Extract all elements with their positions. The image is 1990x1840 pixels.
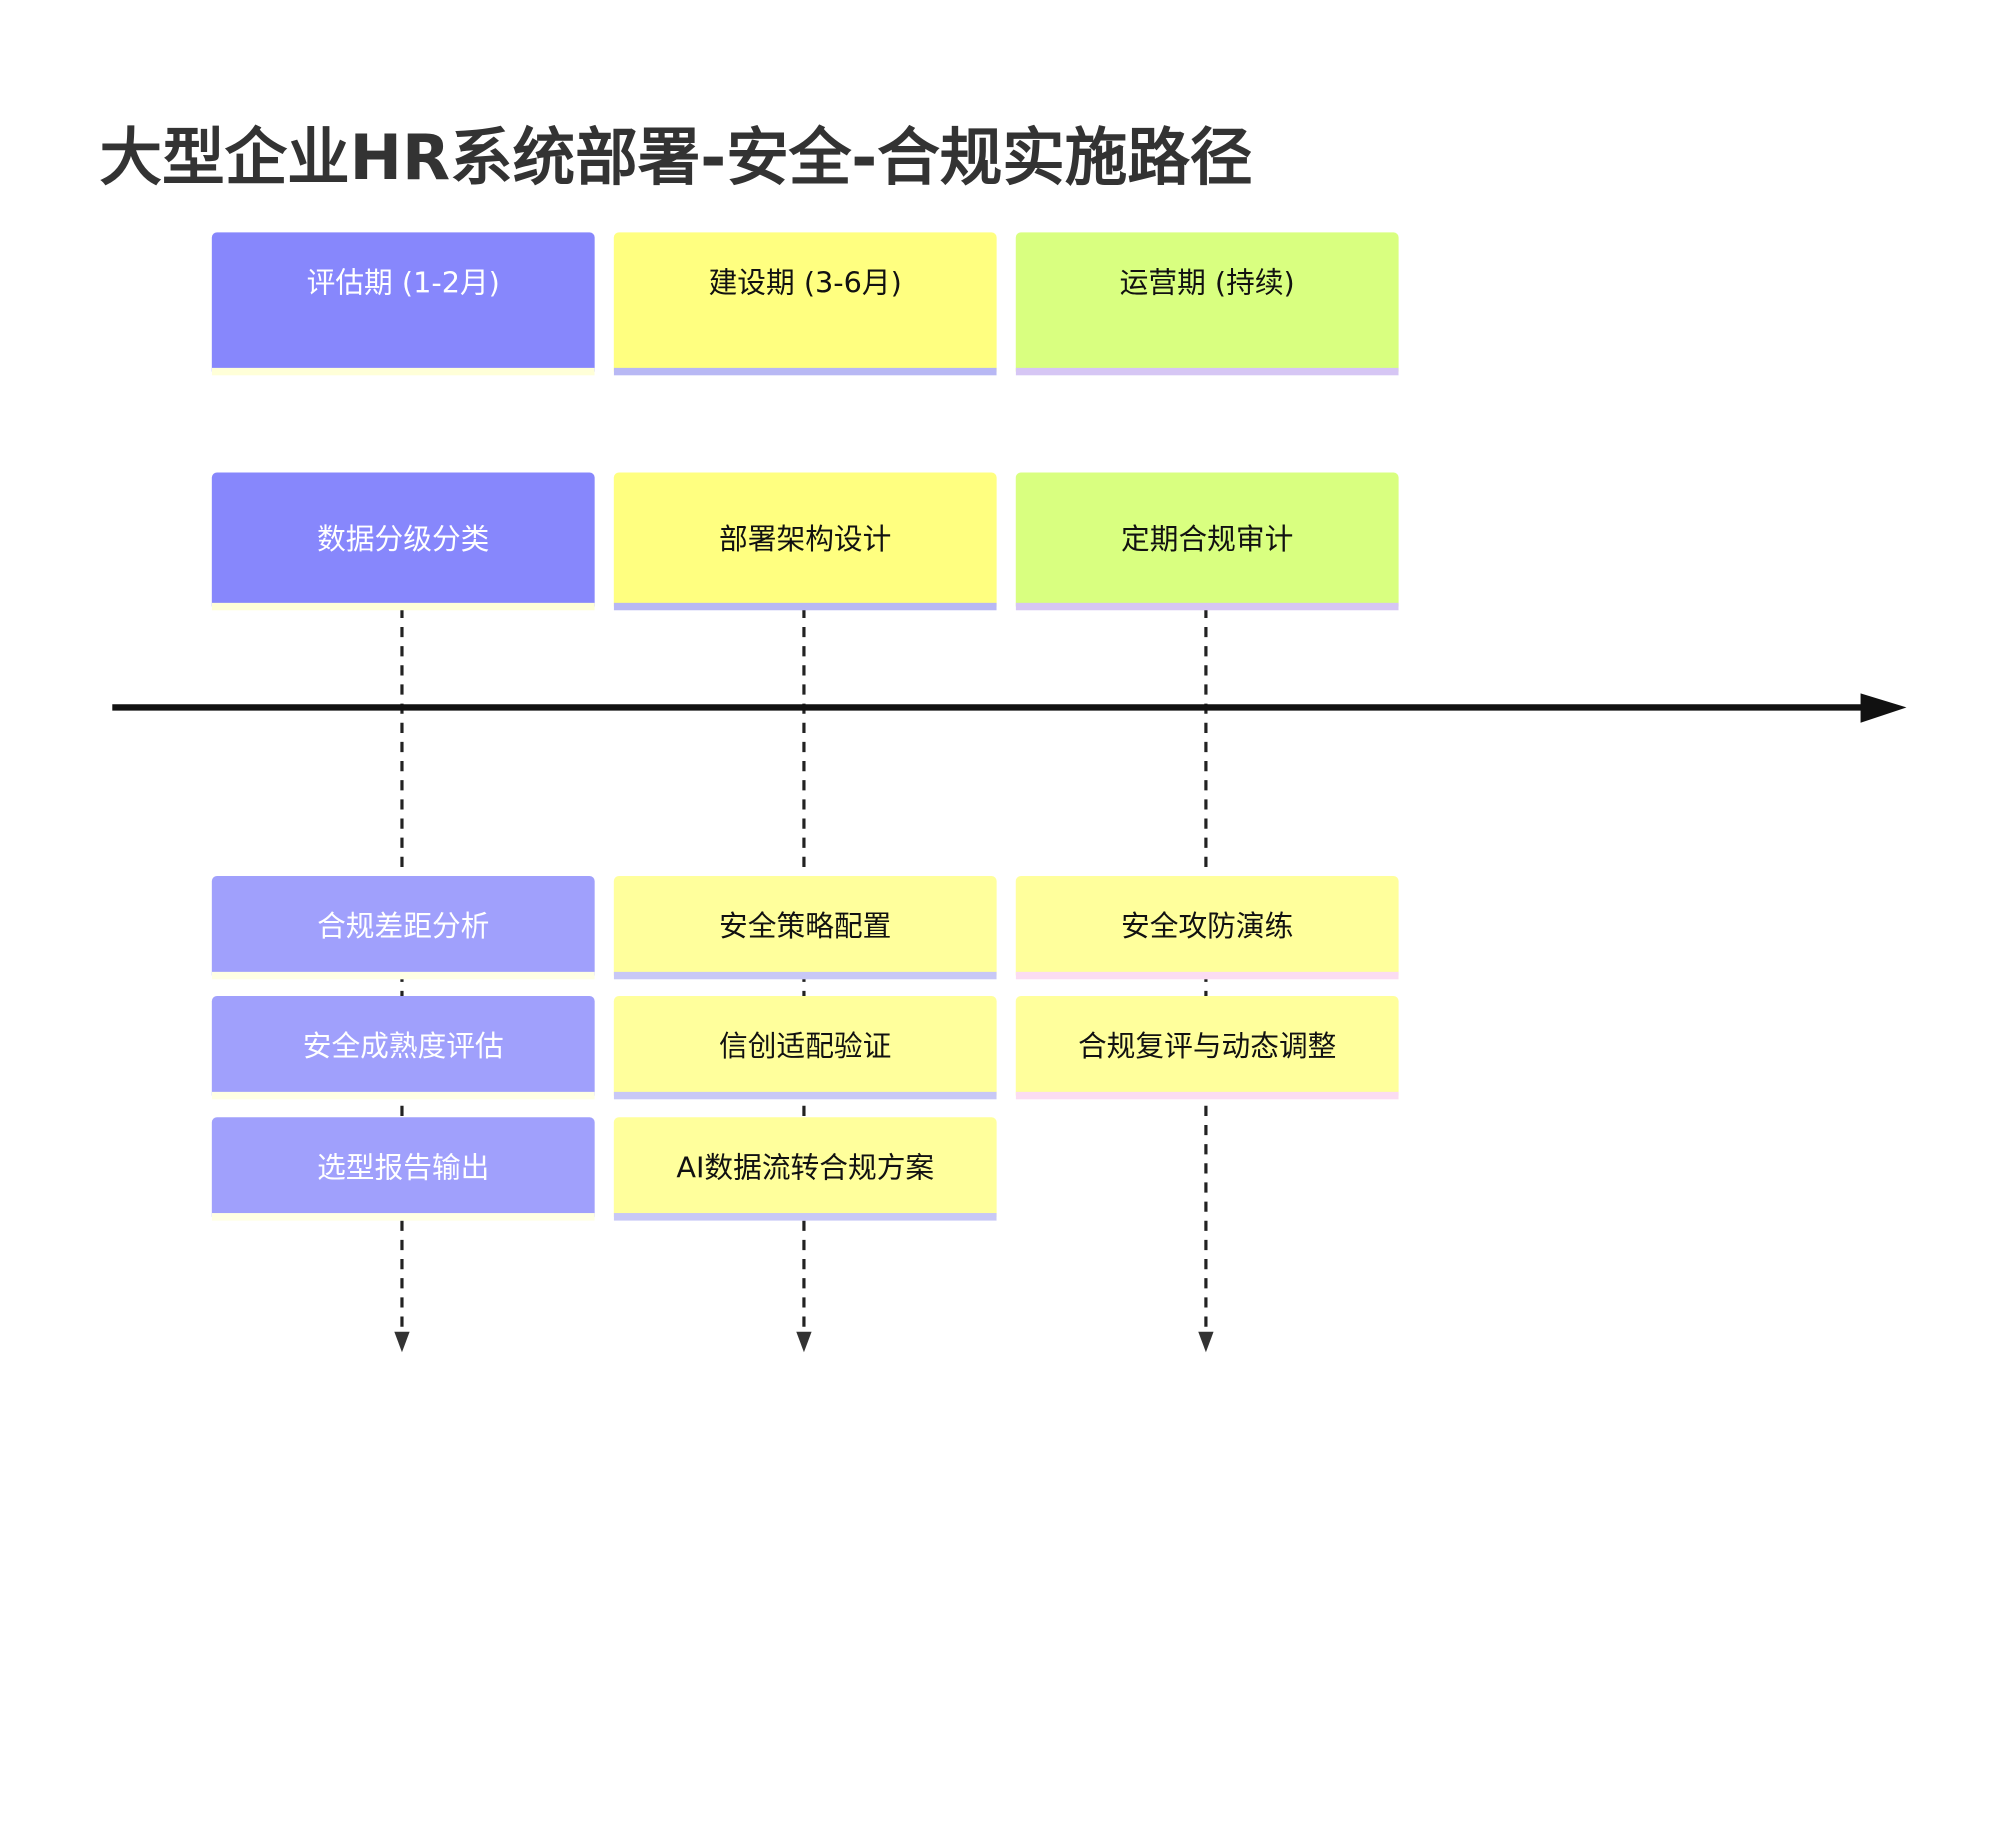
task-card: AI数据流转合规方案 xyxy=(613,1117,997,1221)
phase-header-operation: 运营期 (持续) xyxy=(1015,232,1399,376)
phase-header-assessment: 评估期 (1-2月) xyxy=(211,232,595,376)
timeline-lines xyxy=(112,607,1907,1353)
task-card: 安全成熟度评估 xyxy=(211,995,595,1100)
milestone-construction: 部署架构设计 xyxy=(613,472,997,611)
task-card: 合规复评与动态调整 xyxy=(1015,995,1399,1100)
phase3-arrowhead xyxy=(1198,1331,1214,1353)
milestone-operation: 定期合规审计 xyxy=(1015,472,1399,611)
milestone-assessment: 数据分级分类 xyxy=(211,472,595,611)
task-card: 选型报告输出 xyxy=(211,1117,595,1221)
timeline-axis-arrowhead xyxy=(1860,693,1907,723)
phase-header-construction: 建设期 (3-6月) xyxy=(613,232,997,376)
task-card: 安全策略配置 xyxy=(613,875,997,980)
task-card: 安全攻防演练 xyxy=(1015,875,1399,980)
task-card: 合规差距分析 xyxy=(211,875,595,980)
task-card: 信创适配验证 xyxy=(613,995,997,1100)
phase1-arrowhead xyxy=(394,1331,410,1353)
phase2-arrowhead xyxy=(796,1331,812,1353)
page-title: 大型企业HR系统部署-安全-合规实施路径 xyxy=(99,121,1253,195)
